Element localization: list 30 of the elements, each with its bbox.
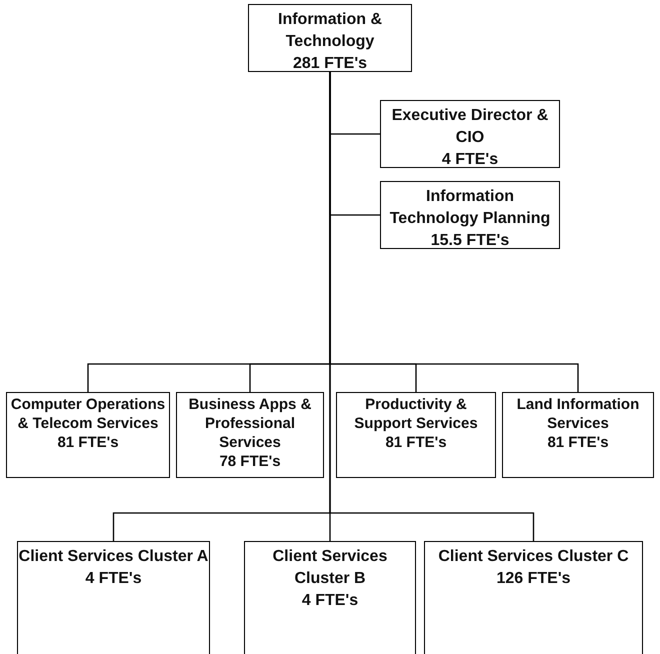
staff-count: 81 FTE's (385, 433, 447, 452)
org-unit-box (502, 392, 654, 478)
org-unit-box (17, 541, 210, 654)
staff-count: 4 FTE's (442, 150, 498, 170)
unit-name: Computer Operations & Telecom Services (10, 395, 166, 433)
staff-count: 281 FTE's (292, 54, 368, 74)
unit-name: Information & Technology (277, 10, 383, 52)
unit-name: Productivity & Support Services (353, 395, 479, 433)
staff-count: 126 FTE's (496, 569, 571, 589)
unit-name: Land Information Services (516, 395, 640, 433)
unit-name: Business Apps & Professional Services (188, 395, 312, 452)
staff-count: 78 FTE's (219, 452, 281, 471)
org-unit-box (380, 181, 560, 249)
unit-name: Client Services Cluster B (272, 547, 388, 589)
org-unit-box (336, 392, 496, 478)
org-unit-box (248, 4, 412, 72)
staff-count: 15.5 FTE's (430, 231, 510, 251)
unit-name: Executive Director & CIO (390, 106, 550, 148)
staff-count: 81 FTE's (57, 433, 119, 452)
unit-name: Client Services Cluster A (18, 547, 208, 567)
org-unit-box (380, 100, 560, 168)
staff-count: 4 FTE's (302, 591, 358, 611)
staff-count: 4 FTE's (85, 569, 142, 589)
org-unit-box (176, 392, 324, 478)
org-unit-box (424, 541, 643, 654)
staff-count: 81 FTE's (547, 433, 609, 452)
unit-name: Information Technology Planning (388, 187, 552, 229)
org-unit-box (6, 392, 170, 478)
unit-name: Client Services Cluster C (438, 547, 629, 567)
org-unit-box (244, 541, 416, 654)
